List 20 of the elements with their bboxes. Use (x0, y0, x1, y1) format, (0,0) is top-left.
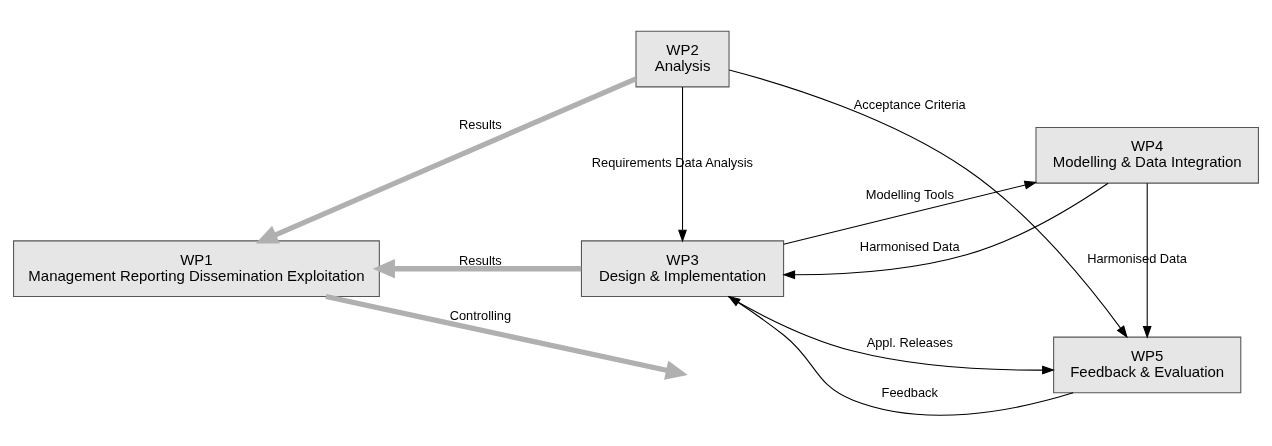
node-box: WP4 Modelling & Data Integration (1035, 126, 1259, 184)
node-box: WP2 Analysis (635, 30, 730, 87)
arrow (1142, 182, 1152, 339)
edge-label: Appl. Releases (866, 334, 953, 350)
edge-label: Acceptance Criteria (853, 96, 966, 112)
node-box: WP5 Feedback & Evaluation (1053, 336, 1242, 393)
arrow (255, 75, 637, 244)
arrow (782, 182, 1109, 279)
arrow (372, 258, 582, 278)
edge-label: Harmonised Data (859, 238, 960, 254)
edge-label: Controlling (449, 307, 512, 323)
edge-label: Results (459, 252, 502, 268)
edge-label: Results (459, 116, 502, 132)
arrow (678, 86, 688, 242)
node-box: WP3 Design & Implementation (580, 239, 785, 297)
arrow (783, 180, 1038, 245)
edge-label: Modelling Tools (865, 186, 954, 202)
arrow (325, 293, 688, 380)
edge-label: Feedback (881, 384, 938, 400)
node-box: WP1 Management Reporting Dissemination Exploitation (13, 239, 380, 297)
